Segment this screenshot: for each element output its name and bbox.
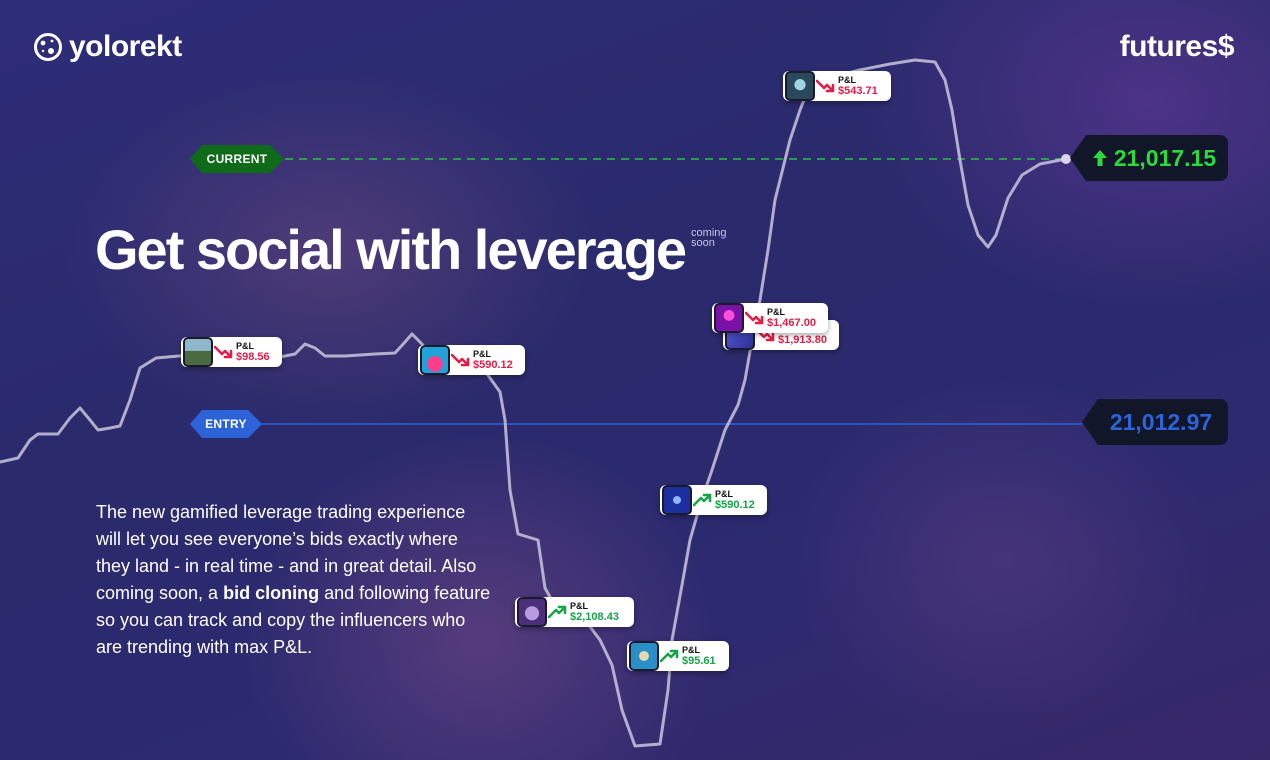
entry-price-value: 21,012.97	[1109, 408, 1213, 435]
bid-value: $2,108.43	[570, 611, 619, 623]
bid-value: $1,467.00	[767, 317, 816, 329]
current-price-dot	[1061, 154, 1071, 164]
bid-value: $98.56	[236, 351, 270, 363]
bid-card[interactable]: P&L $590.12	[418, 345, 525, 375]
bid-label: P&L	[767, 307, 785, 317]
cookie-planet-icon	[34, 33, 62, 61]
trend-down-icon	[451, 353, 470, 367]
brand-name: yolorekt	[69, 30, 182, 63]
entry-label: ENTRY	[190, 410, 262, 438]
hero-headline: Get social with leverage coming soon	[95, 218, 733, 282]
trend-up-icon	[693, 493, 712, 507]
bidder-avatar	[629, 641, 659, 671]
bid-card[interactable]: P&L $95.61	[627, 641, 729, 671]
trend-up-icon	[660, 649, 679, 663]
bidder-avatar	[714, 303, 744, 333]
bidder-avatar	[183, 337, 213, 367]
product-name: futures	[1119, 30, 1219, 63]
page-title: Get social with leverage	[95, 218, 687, 281]
bid-card[interactable]: P&L $2,108.43	[515, 597, 634, 627]
brand-logo[interactable]: yolorekt	[33, 32, 182, 62]
bid-label: P&L	[236, 341, 254, 351]
bid-card[interactable]: P&L $590.12	[660, 485, 767, 515]
description-text-2: and following feature so you can track a…	[96, 583, 491, 657]
description-text-1: The new gamified leverage trading experi…	[96, 502, 477, 603]
bidder-avatar	[662, 485, 692, 515]
arrow-up-icon	[1092, 150, 1107, 166]
bid-value: $543.71	[838, 85, 878, 97]
product-suffix: $	[1217, 30, 1235, 63]
bidder-avatar	[785, 71, 815, 101]
coming-soon-badge: coming soon	[691, 227, 727, 249]
bid-label: P&L	[473, 349, 491, 359]
current-price-value: 21,017.15	[1113, 144, 1217, 171]
entry-price-tag: 21,012.97	[1082, 399, 1228, 445]
bid-value: $95.61	[682, 655, 716, 667]
bid-value: $590.12	[715, 499, 755, 511]
hero-description: The new gamified leverage trading experi…	[96, 499, 491, 661]
bid-label: P&L	[570, 601, 588, 611]
bid-label: P&L	[682, 645, 700, 655]
bid-card[interactable]: P&L $1,467.00	[712, 303, 828, 333]
trend-down-icon	[816, 79, 835, 93]
bid-card[interactable]: P&L $543.71	[783, 71, 891, 101]
bid-label: P&L	[838, 75, 856, 85]
bidder-avatar	[420, 345, 450, 375]
product-logo[interactable]: futures$	[1119, 30, 1235, 64]
bid-value: $590.12	[473, 359, 513, 371]
trend-up-icon	[548, 605, 567, 619]
bid-label: P&L	[715, 489, 733, 499]
trend-down-icon	[745, 311, 764, 325]
description-bold: bid cloning	[223, 583, 320, 603]
trend-down-icon	[756, 328, 775, 342]
trend-down-icon	[214, 345, 233, 359]
current-label: CURRENT	[190, 145, 284, 173]
bidder-avatar	[517, 597, 547, 627]
bid-card[interactable]: P&L $98.56	[181, 337, 282, 367]
bid-value: $1,913.80	[778, 334, 827, 346]
current-price-tag: 21,017.15	[1070, 135, 1228, 181]
